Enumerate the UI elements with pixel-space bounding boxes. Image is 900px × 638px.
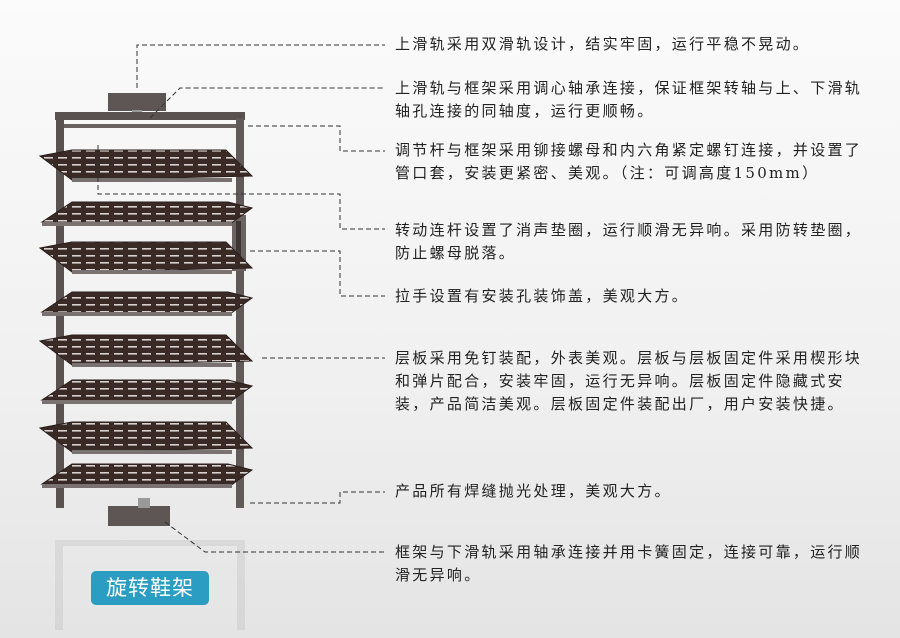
top-slide-rail <box>108 93 166 111</box>
shelf-edge <box>42 312 232 316</box>
note-top-rail: 上滑轨采用双滑轨设计，结实牢固，运行平稳不晃动。 <box>395 35 811 53</box>
shelf <box>40 201 254 225</box>
shelf-edge <box>72 178 232 182</box>
note-welds: 产品所有焊缝抛光处理，美观大方。 <box>395 482 672 500</box>
bottom-bearing <box>138 498 150 508</box>
shelf-edge <box>72 450 232 454</box>
bottom-slide-rail <box>108 506 170 526</box>
note-handle: 拉手设置有安装孔装饰盖，美观大方。 <box>395 287 690 305</box>
leader-lines <box>97 44 385 553</box>
leader-7 <box>250 491 385 504</box>
shelves <box>38 149 254 488</box>
shelf <box>38 241 254 273</box>
note-link-rod: 转动连杆设置了消声垫圈，运行顺滑无异响。采用防转垫圈，防止螺母脱落。 <box>395 221 863 262</box>
shelf-edge <box>42 484 232 488</box>
leader-3 <box>248 125 385 152</box>
floor-reflection <box>55 540 245 630</box>
note-bottom-rail: 框架与下滑轨采用轴承连接并用卡簧固定，连接可靠，运行顺滑无异响。 <box>395 543 863 584</box>
shelf <box>38 149 254 181</box>
note-adjust-rod: 调节杆与框架采用铆接螺母和内六角紧定螺钉连接，并设置了管口套，安装更紧密、美观。… <box>395 141 863 182</box>
shelf-edge <box>72 363 232 367</box>
shelf <box>38 421 254 453</box>
product-label: 旋转鞋架 <box>91 571 209 605</box>
shelf-edge <box>42 222 232 226</box>
leader-2 <box>149 87 385 119</box>
note-bearing: 上滑轨与框架采用调心轴承连接，保证框架转轴与上、下滑轨轴孔连接的同轴度，运行更顺… <box>395 79 863 120</box>
leader-8 <box>164 521 385 553</box>
shelf-edge <box>42 400 232 404</box>
leader-5 <box>250 250 385 297</box>
shelf <box>40 463 254 487</box>
leader-1 <box>136 44 385 88</box>
shelf <box>40 291 254 315</box>
shelf <box>38 334 254 366</box>
shelf-edge <box>72 270 232 274</box>
leader-4 <box>97 145 385 230</box>
note-shelf: 层板采用免钉装配，外表美观。层板与层板固定件采用楔形块和弹片配合，安装牢固，运行… <box>395 349 863 413</box>
shelf <box>40 379 254 403</box>
